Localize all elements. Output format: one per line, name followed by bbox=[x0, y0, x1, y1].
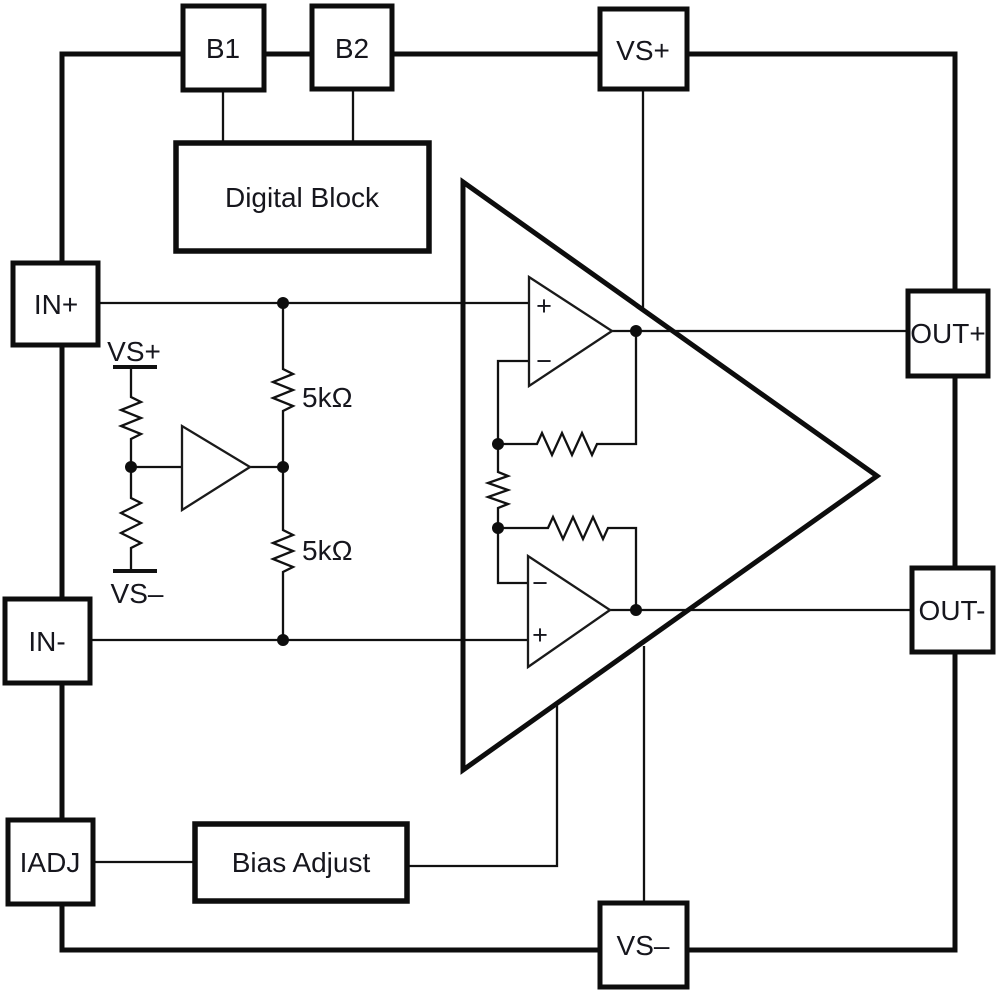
junction-dot-output-bottom bbox=[630, 604, 642, 616]
label-bias-adjust: Bias Adjust bbox=[232, 847, 371, 878]
resistor-feedback-middle bbox=[484, 444, 512, 528]
junction-dot-feedback-top bbox=[492, 438, 504, 450]
opamp-bottom-plus-sign: + bbox=[532, 620, 548, 650]
opamp-top-minus-sign: − bbox=[536, 346, 552, 376]
label-vsminus: VS– bbox=[617, 930, 670, 961]
block-box-bias-adjust bbox=[192, 821, 410, 904]
label-iadj: IADJ bbox=[20, 847, 81, 878]
label-outplus: OUT+ bbox=[910, 318, 985, 349]
label-vsplus: VS+ bbox=[616, 35, 670, 66]
terminal-box-b2 bbox=[309, 3, 395, 92]
main-amplifier-triangle bbox=[460, 177, 882, 775]
junction-dot-buffer-input bbox=[125, 461, 137, 473]
opamp-bottom-triangle bbox=[526, 553, 613, 670]
buffer-triangle bbox=[180, 423, 253, 513]
label-b2: B2 bbox=[335, 33, 369, 64]
terminal-box-iadj bbox=[5, 817, 96, 907]
label-outminus: OUT- bbox=[919, 595, 986, 626]
terminal-box-b1 bbox=[180, 3, 267, 93]
label-digital-block: Digital Block bbox=[225, 182, 380, 213]
terminal-box-vsminus bbox=[597, 900, 690, 990]
terminal-box-outminus bbox=[909, 565, 996, 655]
label-rail-vsminus: VS– bbox=[111, 578, 164, 609]
opamp-bottom-minus-sign: − bbox=[532, 568, 548, 598]
junction-dot-inminus bbox=[277, 634, 289, 646]
label-b1: B1 bbox=[206, 33, 240, 64]
block-box-digital bbox=[173, 140, 432, 254]
chip-boundary bbox=[59, 51, 958, 953]
label-rail-vsplus: VS+ bbox=[107, 336, 161, 367]
label-inplus: IN+ bbox=[34, 289, 78, 320]
label-resistor-5k-bottom: 5kΩ bbox=[302, 535, 353, 566]
opamp-top-triangle bbox=[527, 274, 615, 389]
label-resistor-5k-top: 5kΩ bbox=[302, 382, 353, 413]
junction-dot-inplus bbox=[277, 297, 289, 309]
wire-opamp-top-inverting bbox=[496, 359, 529, 444]
junction-dot-divider-mid bbox=[277, 461, 289, 473]
terminal-box-outplus bbox=[905, 288, 991, 379]
label-inminus: IN- bbox=[28, 626, 65, 657]
resistor-feedback-top bbox=[498, 331, 638, 458]
junction-dot-output-top bbox=[630, 325, 642, 337]
terminal-box-inminus bbox=[2, 596, 93, 686]
wire-bias-to-amp bbox=[407, 704, 559, 868]
resistor-feedback-bottom bbox=[498, 514, 638, 610]
terminal-box-inplus bbox=[10, 260, 101, 348]
wire-opamp-bottom-inverting bbox=[496, 528, 528, 585]
terminal-box-vsplus bbox=[597, 6, 690, 92]
junction-dot-feedback-bottom bbox=[492, 522, 504, 534]
opamp-top-plus-sign: + bbox=[536, 291, 552, 321]
